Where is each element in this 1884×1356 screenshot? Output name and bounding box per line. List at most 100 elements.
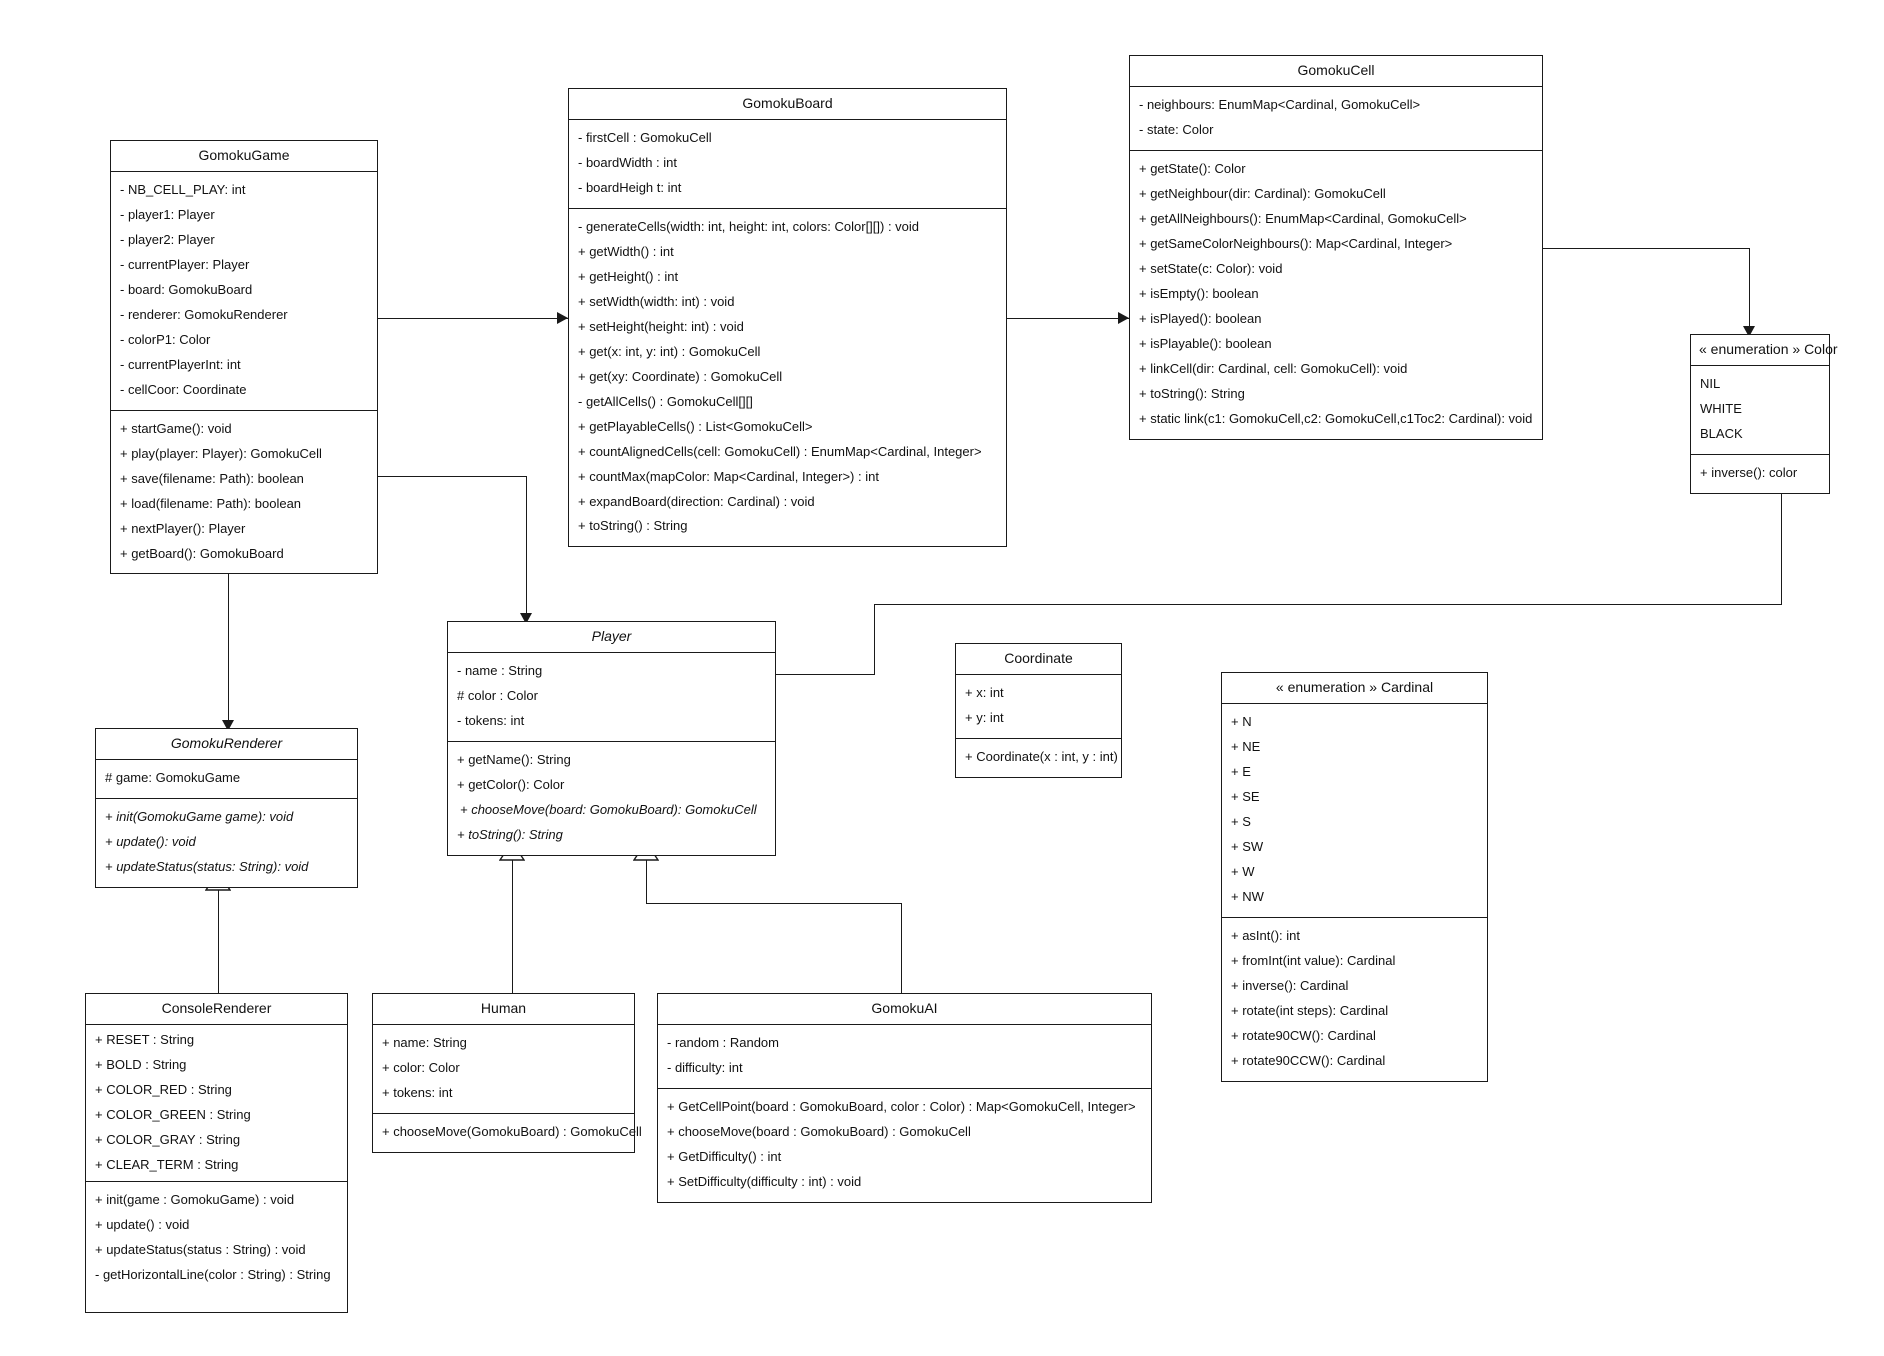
method-row: + chooseMove(board : GomokuBoard) : Gomo… [667,1124,971,1140]
arrowhead-game-to-renderer [222,720,234,731]
method-row: + getWidth() : int [578,244,674,260]
methods-compartment-gomoku-board: - generateCells(width: int, height: int,… [569,208,1006,546]
attributes-compartment-gomoku-board: - firstCell : GomokuCell - boardWidth : … [569,119,1006,208]
method-row: + setState(c: Color): void [1139,261,1283,277]
method-row: + countAlignedCells(cell: GomokuCell) : … [578,443,982,459]
enum-literal-row: WHITE [1700,401,1742,417]
method-row: + expandBoard(direction: Cardinal) : voi… [578,493,815,509]
attribute-row: - currentPlayerInt: int [120,356,241,372]
attributes-compartment-console-renderer: + RESET : String + BOLD : String + COLOR… [86,1024,347,1181]
attribute-row: + CLEAR_TERM : String [95,1157,239,1173]
attribute-row: + BOLD : String [95,1057,187,1073]
attribute-row: # color : Color [457,688,538,704]
methods-compartment-cardinal-enum: + asInt(): int + fromInt(int value): Car… [1222,916,1487,1081]
attribute-row: - cellCoor: Coordinate [120,381,247,397]
methods-compartment-gomoku-renderer: + init(GomokuGame game): void + update()… [96,798,357,887]
attribute-row: - difficulty: int [667,1060,743,1076]
attribute-row: - boardWidth : int [578,155,677,171]
method-row: + toString() : String [578,518,688,534]
attribute-row: + y: int [965,710,1004,726]
class-title-console-renderer: ConsoleRenderer [161,1000,272,1016]
connector-game-to-renderer [228,566,229,728]
arrowhead-board-to-cell [1118,312,1129,324]
attribute-row: + x: int [965,685,1004,701]
arrowhead-cell-to-color [1743,326,1755,337]
attributes-compartment-gomoku-ai: - random : Random - difficulty: int [658,1024,1151,1088]
enum-literal-row: + NE [1231,739,1261,755]
method-row: + init(game : GomokuGame) : void [95,1192,295,1208]
class-box-color-enum[interactable]: « enumeration » Color NIL WHITE BLACK + … [1690,334,1838,495]
attribute-row: + COLOR_RED : String [95,1082,232,1098]
method-row: + countMax(mapColor: Map<Cardinal, Integ… [578,468,879,484]
method-row: + GetCellPoint(board : GomokuBoard, colo… [667,1099,1136,1115]
class-title-human: Human [480,1000,527,1016]
attribute-row: - player2: Player [120,232,215,248]
literals-compartment-cardinal-enum: + N + NE + E + SE + S + SW + W + NW [1222,703,1487,917]
class-box-gomoku-ai[interactable]: GomokuAI - random : Random - difficulty:… [657,993,1152,1204]
attribute-row: - NB_CELL_PLAY: int [120,182,246,198]
method-row: + update() : void [95,1216,190,1232]
method-row-abstract: + chooseMove(board: GomokuBoard): Gomoku… [460,802,757,818]
method-row: - getHorizontalLine(color : String) : St… [95,1266,331,1282]
attribute-row: # game: GomokuGame [105,770,241,786]
method-row: + getHeight() : int [578,269,679,285]
attribute-row: - boardHeigh t: int [578,180,682,196]
class-box-gomoku-renderer[interactable]: GomokuRenderer # game: GomokuGame + init… [95,728,358,889]
attribute-row: - name : String [457,663,543,679]
attributes-compartment-coordinate: + x: int + y: int [956,674,1121,738]
method-row: + fromInt(int value): Cardinal [1231,952,1396,968]
method-row: + linkCell(dir: Cardinal, cell: GomokuCe… [1139,360,1408,376]
connector-board-to-cell [1007,318,1129,319]
class-box-cardinal-enum[interactable]: « enumeration » Cardinal + N + NE + E + … [1221,672,1488,1082]
method-row: + static link(c1: GomokuCell,c2: GomokuC… [1139,410,1533,426]
class-box-gomoku-cell[interactable]: GomokuCell - neighbours: EnumMap<Cardina… [1129,55,1543,440]
class-box-console-renderer[interactable]: ConsoleRenderer + RESET : String + BOLD … [85,993,348,1313]
class-title-gomoku-board: GomokuBoard [742,95,833,111]
class-title-gomoku-cell: GomokuCell [1297,62,1375,78]
method-row-abstract: + updateStatus(status: String): void [105,859,309,875]
attribute-row: - renderer: GomokuRenderer [120,307,288,323]
class-box-coordinate[interactable]: Coordinate + x: int + y: int + Coordinat… [955,643,1122,779]
method-row: + play(player: Player): GomokuCell [120,445,322,461]
attributes-compartment-player: - name : String # color : Color - tokens… [448,652,775,741]
class-box-gomoku-game[interactable]: GomokuGame - NB_CELL_PLAY: int - player1… [110,140,378,575]
method-row: + startGame(): void [120,420,232,436]
enum-literal-row: + E [1231,764,1251,780]
enum-literal-row: + NW [1231,888,1264,904]
attribute-row: - player1: Player [120,207,215,223]
method-row: + getSameColorNeighbours(): Map<Cardinal… [1139,236,1453,252]
class-box-human[interactable]: Human + name: String + color: Color + to… [372,993,642,1154]
enum-literal-row: + W [1231,864,1255,880]
method-row: + getName(): String [457,752,571,768]
class-title-cardinal-enum: « enumeration » Cardinal [1275,679,1434,695]
method-row: + rotate90CW(): Cardinal [1231,1027,1376,1043]
attribute-row: + tokens: int [382,1085,453,1101]
attribute-row: - currentPlayer: Player [120,257,250,273]
class-title-coordinate: Coordinate [1004,650,1073,666]
class-box-player[interactable]: Player - name : String # color : Color -… [447,621,776,856]
connector-game-to-player-h [378,476,527,477]
methods-compartment-color-enum: + inverse(): color [1691,454,1829,493]
method-row: + isEmpty(): boolean [1139,285,1259,301]
attribute-row: - tokens: int [457,713,525,729]
class-title-gomoku-renderer: GomokuRenderer [170,735,283,751]
connector-human-to-player [512,860,513,1010]
methods-compartment-gomoku-cell: + getState(): Color + getNeighbour(dir: … [1130,150,1542,438]
method-row: + isPlayed(): boolean [1139,310,1262,326]
method-row: + toString(): String [1139,385,1245,401]
connector-cell-to-color-h [1543,248,1749,249]
class-box-gomoku-board[interactable]: GomokuBoard - firstCell : GomokuCell - b… [568,88,1007,548]
arrowhead-game-to-board [557,312,568,324]
method-row: + getState(): Color [1139,161,1246,177]
class-title-color-enum: « enumeration » Color [1699,341,1838,357]
connector-game-bend-v [378,476,379,477]
connector-ai-to-player-v1 [646,860,647,904]
enum-literal-row: + S [1231,814,1251,830]
methods-compartment-console-renderer: + init(game : GomokuGame) : void + updat… [86,1181,347,1295]
connector-console-to-renderer [218,890,219,1010]
attribute-row: + color: Color [382,1060,460,1076]
attributes-compartment-human: + name: String + color: Color + tokens: … [373,1024,634,1113]
method-row-abstract: + toString(): String [457,827,563,843]
method-row: + getPlayableCells() : List<GomokuCell> [578,418,813,434]
connector-cell-to-color-v [1749,248,1750,334]
